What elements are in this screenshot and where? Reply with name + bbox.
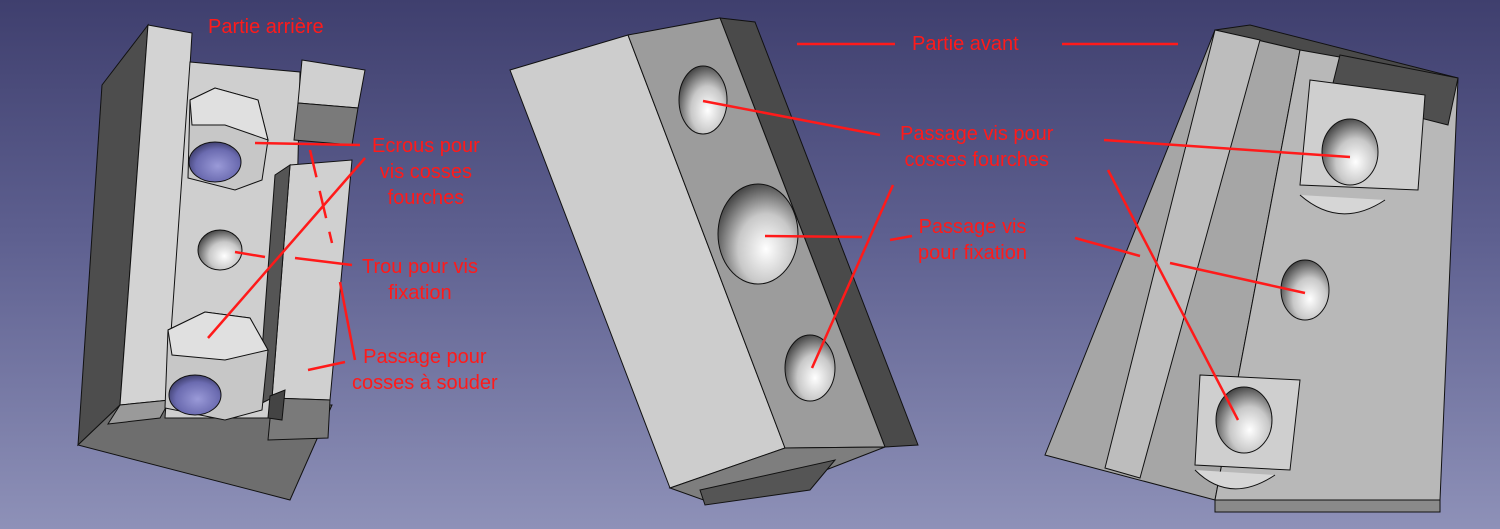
fixing-hole-label-line-1: Trou pour vis: [362, 256, 478, 278]
leader-fixation-middle: [764, 234, 863, 239]
fixing-hole-label-line-2: fixation: [388, 282, 452, 304]
nuts-label-line-2: vis cosses: [379, 161, 473, 183]
leader-nut-upper: [254, 141, 361, 147]
fixing-screw-passage-label-line-1: Passage vis: [918, 216, 1027, 238]
fixing-screw-passage-label: Passage vis pour fixation: [918, 214, 1027, 266]
leader-fork-bottom: [810, 184, 895, 369]
fork-lug-screw-passage-label: Passage vis pour cosses fourches: [900, 121, 1053, 173]
rear-part-title: Partie arrière: [208, 16, 324, 38]
leader-fixation-right-1: [1074, 236, 1141, 258]
solder-lug-passage-label: Passage pour cosses à souder: [352, 344, 498, 396]
solder-lug-passage-label-line-1: Passage pour: [363, 346, 487, 368]
solder-lug-passage-label-line-2: cosses à souder: [352, 372, 498, 394]
leader-fork-right-top: [1103, 138, 1351, 159]
annotation-leaders: [207, 42, 1351, 421]
leader-solder-2: [307, 360, 346, 372]
rear-part-model[interactable]: [77, 23, 366, 501]
nuts-label: Ecrous pour vis cosses fourches: [372, 133, 480, 211]
fixing-hole-label: Trou pour vis fixation: [362, 254, 478, 306]
fork-lug-screw-passage-label-line-1: Passage vis pour: [900, 123, 1054, 145]
leader-fork-right-bottom: [1106, 169, 1240, 421]
leader-nut-lower: [207, 157, 366, 339]
leader-fork-top: [702, 99, 881, 137]
front-part-model[interactable]: [509, 17, 919, 506]
leader-hole-2: [294, 256, 353, 267]
fixing-screw-passage-label-line-2: pour fixation: [918, 242, 1027, 264]
leader-solder-1: [338, 281, 357, 361]
leader-fixation-dash: [889, 234, 913, 242]
nuts-label-line-1: Ecrous pour: [372, 135, 480, 157]
leader-hole-1: [234, 250, 266, 259]
front-part-title: Partie avant: [912, 33, 1019, 55]
leader-nuts-dashed: [308, 149, 334, 244]
leader-fixation-right-2: [1169, 261, 1306, 295]
front-part-model-alt-view[interactable]: [1044, 24, 1459, 513]
nuts-label-line-3: fourches: [387, 187, 465, 209]
fork-lug-screw-passage-label-line-2: cosses fourches: [904, 149, 1049, 171]
